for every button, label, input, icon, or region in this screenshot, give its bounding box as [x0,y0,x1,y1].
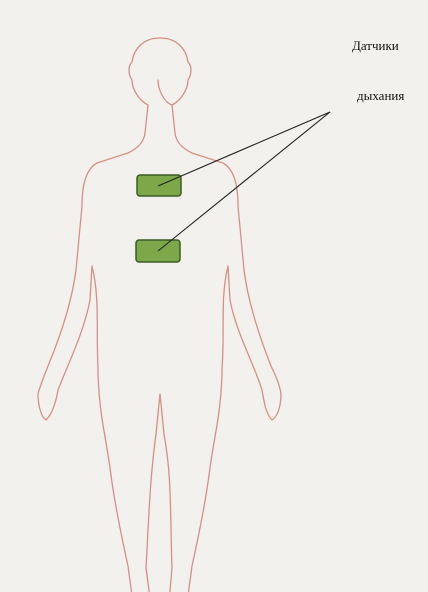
leader-line-chest [158,112,330,186]
leader-line-abdomen [158,112,330,251]
sensor-label-line1: Датчики [352,38,399,54]
body-outline [38,38,281,592]
sensor-label-line2: дыхания [357,88,404,104]
